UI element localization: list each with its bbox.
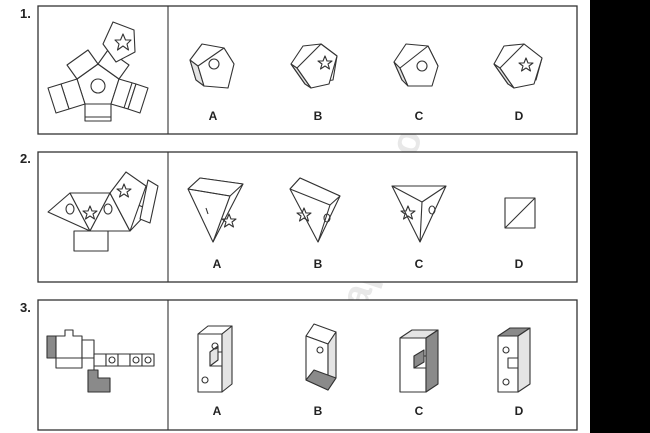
- question-2-option-b-label: B: [314, 257, 323, 271]
- question-1-number: 1.: [20, 6, 31, 21]
- question-2-option-c-label: C: [415, 257, 424, 271]
- question-2-number: 2.: [20, 151, 31, 166]
- question-1-option-b-figure[interactable]: [290, 43, 338, 89]
- question-3-option-a-label: A: [213, 404, 222, 418]
- question-1-option-d-figure[interactable]: [493, 43, 543, 89]
- question-2-option-d-figure[interactable]: [504, 197, 536, 229]
- question-2-option-d-label: D: [515, 257, 524, 271]
- question-3-option-b-figure[interactable]: [305, 323, 337, 391]
- question-1-net: [47, 21, 149, 122]
- question-3-option-d-figure[interactable]: [497, 327, 531, 393]
- question-1-option-c-label: C: [415, 109, 424, 123]
- question-1-option-b-label: B: [314, 109, 323, 123]
- question-3-number: 3.: [20, 300, 31, 315]
- question-1-option-a-label: A: [209, 109, 218, 123]
- question-3-option-c-label: C: [415, 404, 424, 418]
- question-1-option-d-label: D: [515, 109, 524, 123]
- question-3-option-c-figure[interactable]: [399, 329, 439, 393]
- question-3-option-b-label: B: [314, 404, 323, 418]
- question-2-option-a-label: A: [213, 257, 222, 271]
- question-3-option-a-figure[interactable]: [197, 325, 233, 393]
- question-2-option-b-figure[interactable]: [289, 177, 341, 243]
- question-2-option-c-figure[interactable]: [391, 185, 447, 243]
- question-2-net: [47, 171, 159, 252]
- side-bar: [590, 0, 650, 433]
- question-2-option-a-figure[interactable]: [187, 177, 244, 243]
- question-3-net: [46, 329, 155, 393]
- question-1-option-a-figure[interactable]: [189, 43, 235, 89]
- question-1-option-c-figure[interactable]: [393, 43, 439, 87]
- question-3-option-d-label: D: [515, 404, 524, 418]
